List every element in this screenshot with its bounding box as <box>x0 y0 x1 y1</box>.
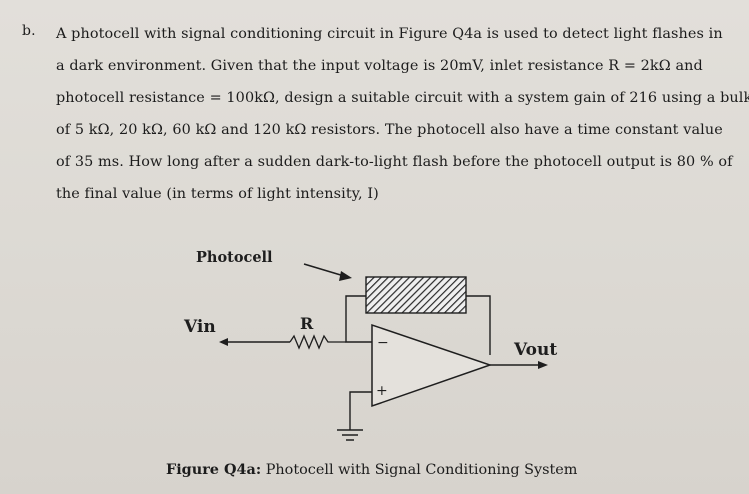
resistor-r <box>289 334 346 350</box>
resistor-label: R <box>300 314 314 333</box>
inverting-sign: − <box>377 335 389 351</box>
inverting-input-wire <box>345 331 372 343</box>
caption-label: Figure Q4a: <box>166 461 262 478</box>
vin-label: Vin <box>183 317 216 337</box>
vin-wire <box>219 338 290 346</box>
question-text: A photocell with signal conditioning cir… <box>56 18 749 210</box>
feedback-wire <box>345 295 491 355</box>
caption-text: Photocell with Signal Conditioning Syste… <box>261 462 578 478</box>
question-line-3: photocell resistance = 100kΩ, design a s… <box>56 90 749 106</box>
op-amp <box>371 323 493 408</box>
question-label: b. <box>22 23 36 39</box>
ground-icon <box>337 429 363 441</box>
light-arrow <box>303 263 352 281</box>
question-line-6: the final value (in terms of light inten… <box>56 186 379 202</box>
question-line-4: of 5 kΩ, 20 kΩ, 60 kΩ and 120 kΩ resisto… <box>56 122 723 138</box>
photocell-element <box>365 276 467 314</box>
photocell-label: Photocell <box>196 249 273 266</box>
question-line-1: A photocell with signal conditioning cir… <box>56 26 723 42</box>
non-inverting-sign: + <box>376 383 388 399</box>
vout-wire <box>490 361 548 369</box>
vout-label: Vout <box>513 340 557 360</box>
ground-wire <box>349 391 372 430</box>
figure-caption: Figure Q4a: Photocell with Signal Condit… <box>166 461 577 478</box>
question-line-2: a dark environment. Given that the input… <box>56 58 703 74</box>
question-line-5: of 35 ms. How long after a sudden dark-t… <box>56 154 733 170</box>
